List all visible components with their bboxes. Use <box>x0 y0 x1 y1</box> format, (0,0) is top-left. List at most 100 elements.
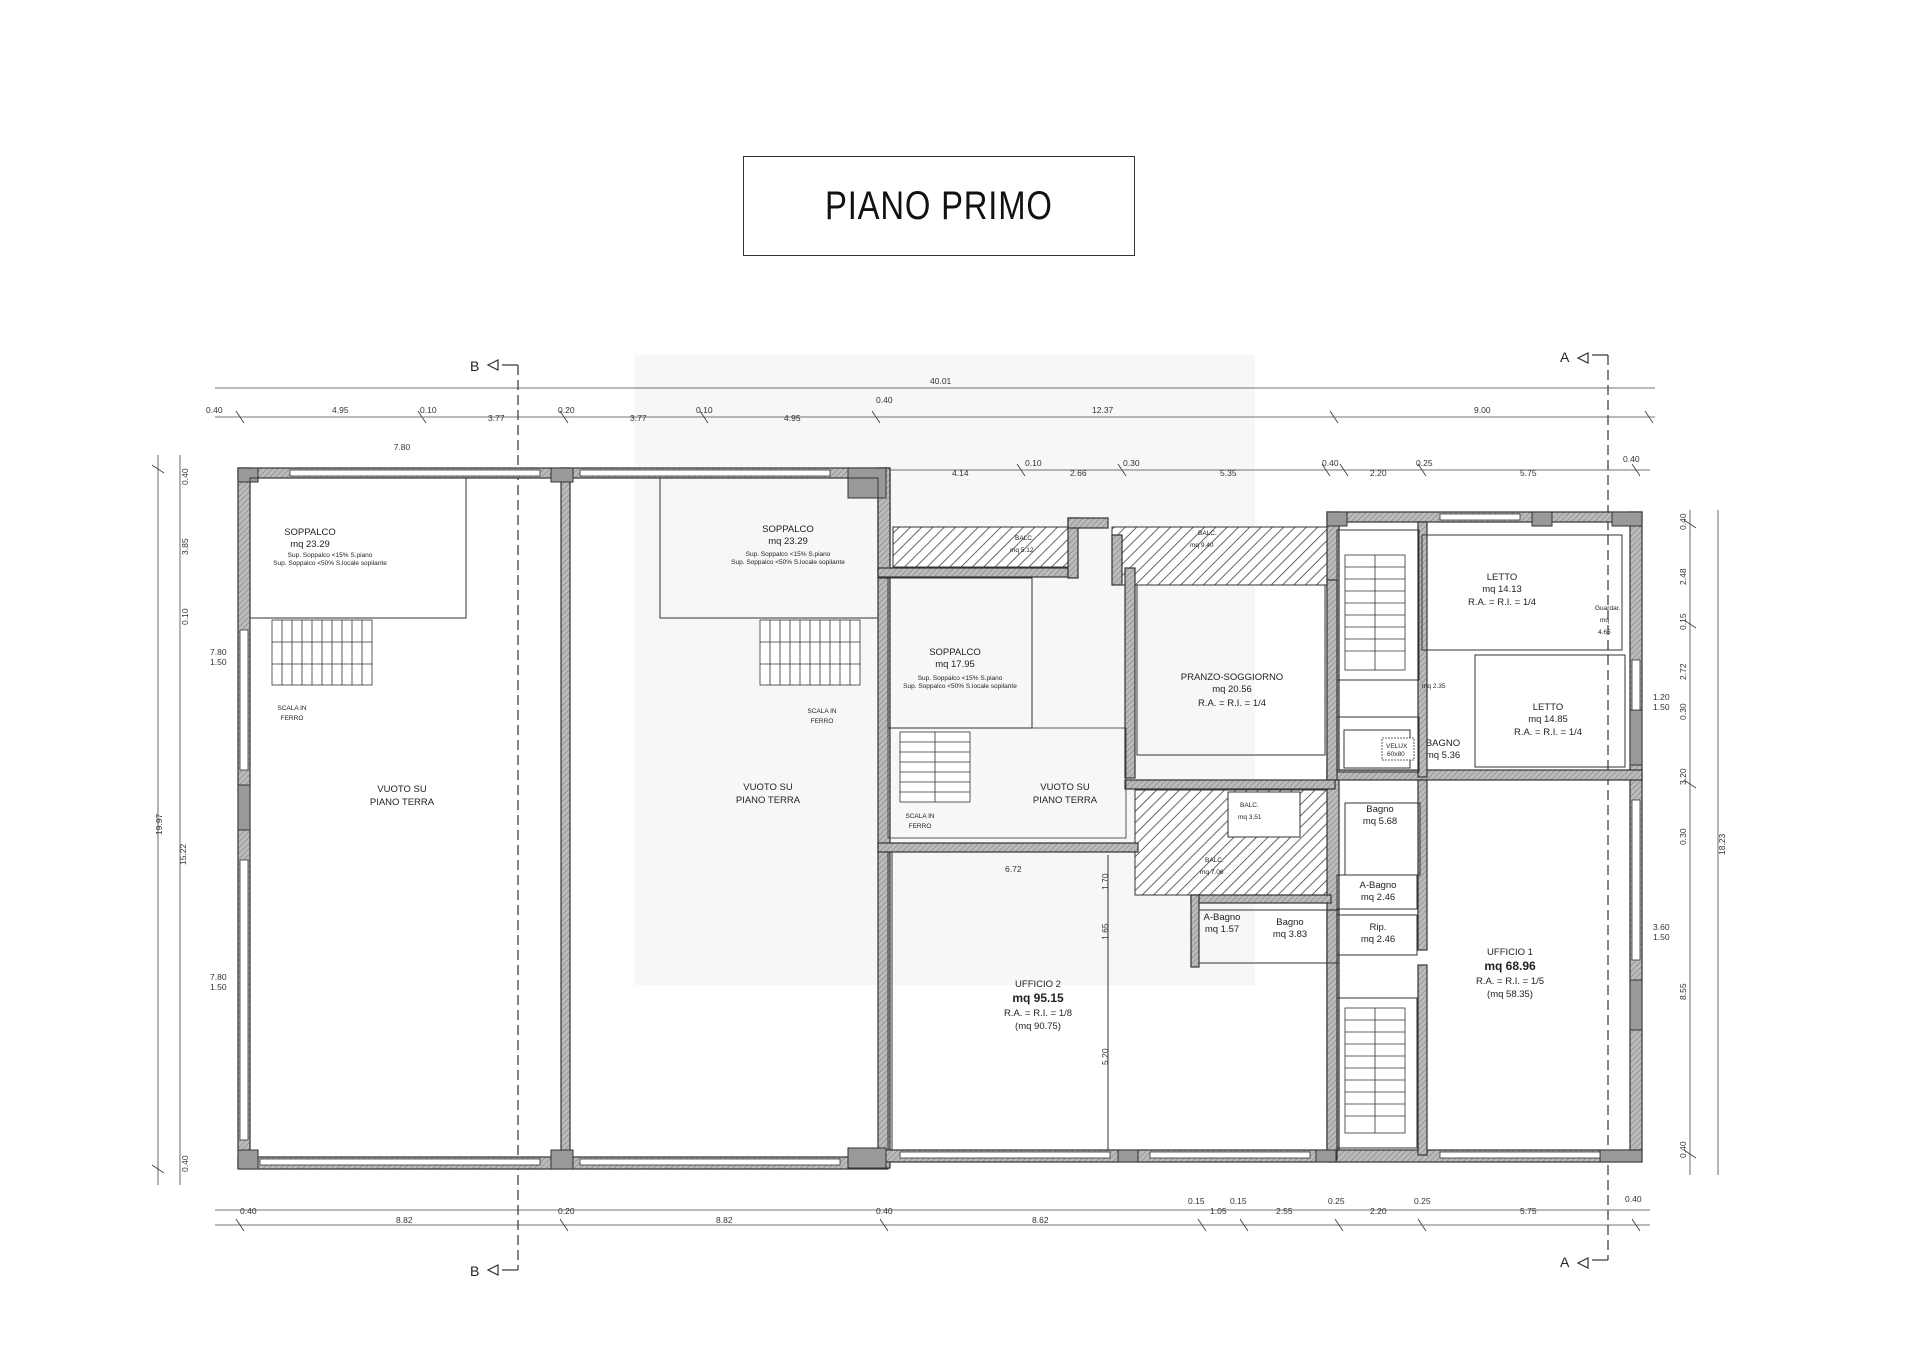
dim-bot-8: 0.40 <box>1625 1194 1642 1204</box>
dim-left-2: 3.85 <box>180 538 190 555</box>
scala2-l1: SCALA IN <box>807 708 837 715</box>
guardar-area2: 4.65 <box>1598 629 1611 636</box>
dim-right-8: 0.30 <box>1678 828 1688 845</box>
soppalco2-name: SOPPALCO <box>762 524 814 535</box>
letto2-area: mq 14.85 <box>1528 714 1568 725</box>
dim-bot2-5: 2.55 <box>1276 1206 1293 1216</box>
opening-left-1: 7.80 <box>210 647 227 657</box>
dim-left-4: 19.97 <box>154 813 164 835</box>
disimp-area: mq 2.35 <box>1422 683 1446 690</box>
vuoto2-l2: PIANO TERRA <box>736 795 801 806</box>
vuoto1-l1: VUOTO SU <box>377 784 427 795</box>
section-label-a-top: A <box>1560 349 1570 365</box>
balcony-2 <box>1111 526 1328 586</box>
bagno2-name: Bagno <box>1366 804 1393 815</box>
soppalco2-note2: Sup. Soppalco <50% S.locale sopilante <box>731 559 845 566</box>
scala1-l1: SCALA IN <box>277 705 307 712</box>
inner-dim-520: 5.20 <box>1100 1048 1110 1065</box>
abagno2-area: mq 1.57 <box>1205 924 1239 935</box>
soppalco1-note2: Sup. Soppalco <50% S.locale sopilante <box>273 560 387 567</box>
soppalco1-note1: Sup. Soppalco <15% S.piano <box>288 552 373 559</box>
scala3-l2: FERRO <box>909 823 932 830</box>
opening-right-2b: 1.50 <box>1653 932 1670 942</box>
pranzo-ratio: R.A. = R.I. = 1/4 <box>1198 698 1266 709</box>
abagno2-name: A-Bagno <box>1204 912 1241 923</box>
balc2-area: mq 9.40 <box>1190 542 1214 549</box>
dim-top-1: 0.40 <box>206 405 223 415</box>
pranzo-area: mq 20.56 <box>1212 684 1252 695</box>
dim-bot2-2: 8.82 <box>716 1215 733 1225</box>
dim-top2-8: 0.25 <box>1416 458 1433 468</box>
dim-right-10: 0.40 <box>1678 1141 1688 1158</box>
dim-bot2-6: 2.20 <box>1370 1206 1387 1216</box>
section-line-a <box>1576 352 1609 1269</box>
balc4-area: mq 7.06 <box>1200 869 1224 876</box>
dim-top-3: 0.10 <box>420 405 437 415</box>
soppalco3-area: mq 17.95 <box>935 659 975 670</box>
velux-size: 60x80 <box>1387 751 1405 758</box>
letto2-ratio: R.A. = R.I. = 1/4 <box>1514 727 1582 738</box>
dim-bot-2: 0.20 <box>558 1206 575 1216</box>
opening-right-2: 3.60 <box>1653 922 1670 932</box>
dim-right-7: 18.23 <box>1717 833 1727 855</box>
title-box: PIANO PRIMO <box>743 156 1135 256</box>
windows <box>239 469 1641 1166</box>
dim-bot-6: 0.25 <box>1328 1196 1345 1206</box>
vuoto3-l2: PIANO TERRA <box>1033 795 1098 806</box>
vuoto1-l2: PIANO TERRA <box>370 797 435 808</box>
balcony-3-inner <box>1227 791 1301 838</box>
dim-right-2: 2.48 <box>1678 568 1688 585</box>
letto1-area: mq 14.13 <box>1482 584 1522 595</box>
dim-top-11: 9.00 <box>1474 405 1491 415</box>
dim-right-5: 0.30 <box>1678 703 1688 720</box>
bagno3-area: mq 3.83 <box>1273 929 1307 940</box>
soppalco2-note1: Sup. Soppalco <15% S.piano <box>746 551 831 558</box>
velux-box <box>1381 737 1415 761</box>
balc1-area: mq 5.12 <box>1010 547 1034 554</box>
ufficio1-name: UFFICIO 1 <box>1487 947 1533 958</box>
dim-top-4: 3.77 <box>488 413 505 423</box>
dim-top2-1: 4.14 <box>952 468 969 478</box>
soppalco1-name: SOPPALCO <box>284 527 336 538</box>
section-label-b-top: B <box>470 358 479 374</box>
ufficio2-name: UFFICIO 2 <box>1015 979 1061 990</box>
scala1-l2: FERRO <box>281 715 304 722</box>
dim-top-10: 12.37 <box>1092 405 1114 415</box>
dim-top2-6: 0.40 <box>1322 458 1339 468</box>
letto1-ratio: R.A. = R.I. = 1/4 <box>1468 597 1536 608</box>
dimension-lines <box>157 387 1719 1226</box>
guardar-name: Guardar. <box>1595 605 1620 612</box>
dim-top-7: 0.10 <box>696 405 713 415</box>
dim-bot2-1: 8.82 <box>396 1215 413 1225</box>
soppalco-outlines <box>249 477 1626 1151</box>
dim-bot-7: 0.25 <box>1414 1196 1431 1206</box>
balc3-area: mq 3.51 <box>1238 814 1262 821</box>
opening-top-1: 7.80 <box>394 442 411 452</box>
dim-top2-9: 5.75 <box>1520 468 1537 478</box>
ufficio1-ratio: R.A. = R.I. = 1/5 <box>1476 976 1544 987</box>
bagno1-area: mq 5.36 <box>1426 750 1460 761</box>
dim-total: 40.01 <box>930 376 952 386</box>
dim-top-2: 4.95 <box>332 405 349 415</box>
dim-left-3: 0.10 <box>180 608 190 625</box>
bagno3-name: Bagno <box>1276 917 1303 928</box>
ufficio2-area: mq 95.15 <box>1012 991 1064 1005</box>
inner-dim-672: 6.72 <box>1005 864 1022 874</box>
section-line-b <box>486 359 519 1276</box>
dim-right-1: 0.40 <box>1678 513 1688 530</box>
scala2-l2: FERRO <box>811 718 834 725</box>
dim-right-3: 0.15 <box>1678 613 1688 630</box>
dim-bot-4: 0.15 <box>1188 1196 1205 1206</box>
dim-right-9: 8.55 <box>1678 983 1688 1000</box>
vuoto2-l1: VUOTO SU <box>743 782 793 793</box>
opening-right-1b: 1.50 <box>1653 702 1670 712</box>
letto1-name: LETTO <box>1487 572 1517 583</box>
rip-area: mq 2.46 <box>1361 934 1395 945</box>
balcony-1 <box>892 526 1072 568</box>
balc2-name: BALC. <box>1198 530 1217 537</box>
dim-bot2-7: 5.75 <box>1520 1206 1537 1216</box>
opening-left-2b: 1.50 <box>210 982 227 992</box>
velux-label: VELUX <box>1386 743 1408 750</box>
ufficio1-area: mq 68.96 <box>1484 959 1536 973</box>
